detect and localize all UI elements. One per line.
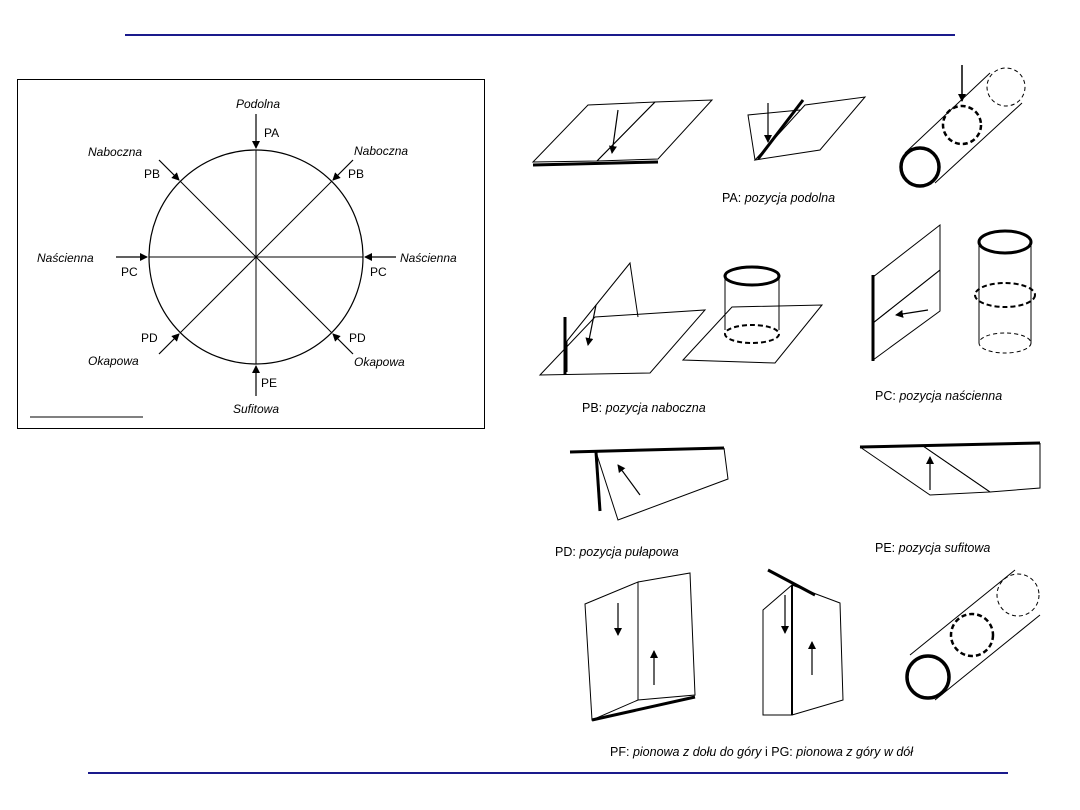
caption-pe-text: pozycja sufitowa [898, 541, 991, 555]
pb-tee-joint [538, 261, 707, 376]
caption-pe: PE: pozycja sufitowa [875, 541, 990, 555]
arrow-pd-left [158, 333, 180, 355]
position-circle-diagram: Podolna PA Naboczna PB Naboczna PB Naści… [30, 97, 457, 418]
label-top-right-name: Naboczna [354, 144, 408, 158]
caption-pd: PD: pozycja pułapowa [555, 545, 679, 559]
label-bottom-left-code: PD [141, 331, 158, 345]
footer-rule [88, 772, 1008, 774]
welding-positions-illustrations: PA: pozycja podolna PB: pozycja naboczna… [531, 65, 1041, 759]
caption-pe-code: PE: [875, 541, 895, 555]
diagonal-axis-2 [179, 180, 333, 334]
label-bottom-right-name: Okapowa [354, 355, 405, 369]
caption-pc-code: PC: [875, 389, 896, 403]
pf-pg-pipe [905, 569, 1041, 701]
pe-overhead-plates [859, 441, 1041, 496]
label-left-name: Naścienna [37, 251, 94, 265]
label-top-left-code: PB [144, 167, 160, 181]
label-bottom-code: PE [261, 376, 277, 390]
pb-pipe-on-plate [681, 265, 824, 364]
pc-vertical-plates [871, 223, 941, 361]
caption-pb-text: pozycja naboczna [605, 401, 706, 415]
header-rule [125, 34, 955, 36]
arrow-pb-left [158, 159, 180, 181]
caption-pa-text: pozycja podolna [744, 191, 835, 205]
caption-pf-text: pionowa z dołu do góry [632, 745, 762, 759]
caption-pd-text: pozycja pułapowa [578, 545, 678, 559]
caption-pg-text: pionowa z góry w dół [795, 745, 914, 759]
label-top-code: PA [264, 126, 279, 140]
label-top-name: Podolna [236, 97, 280, 111]
label-bottom-right-code: PD [349, 331, 366, 345]
caption-pb-code: PB: [582, 401, 602, 415]
pd-overhead-fillet [569, 446, 729, 521]
caption-pc: PC: pozycja naścienna [875, 389, 1002, 403]
pg-vertical-corner [762, 568, 844, 716]
caption-pa-code: PA: [722, 191, 741, 205]
pa-fillet-joint [747, 96, 867, 161]
label-top-left-name: Naboczna [88, 145, 142, 159]
label-top-right-code: PB [348, 167, 364, 181]
label-bottom-name: Sufitowa [233, 402, 279, 416]
caption-pd-code: PD: [555, 545, 576, 559]
caption-pg-code: PG: [771, 745, 793, 759]
caption-pf-joiner: i [765, 745, 771, 759]
caption-pf-code: PF: [610, 745, 629, 759]
label-right-name: Naścienna [400, 251, 457, 265]
label-left-code: PC [121, 265, 138, 279]
arrow-pd-right [332, 333, 354, 355]
pf-vertical-butt [584, 572, 696, 722]
caption-pa: PA: pozycja podolna [722, 191, 835, 205]
caption-pb: PB: pozycja naboczna [582, 401, 706, 415]
caption-pf-pg: PF: pionowa z dołu do góry i PG: pionowa… [610, 745, 914, 759]
arrow-pb-right [332, 159, 354, 181]
label-right-code: PC [370, 265, 387, 279]
label-bottom-left-name: Okapowa [88, 354, 139, 368]
caption-pc-text: pozycja naścienna [898, 389, 1002, 403]
pc-vertical-pipe [974, 229, 1036, 354]
pa-flat-plates [531, 99, 714, 167]
pa-pipe [899, 65, 1026, 188]
position-circle-panel: Podolna PA Naboczna PB Naboczna PB Naści… [17, 79, 485, 429]
